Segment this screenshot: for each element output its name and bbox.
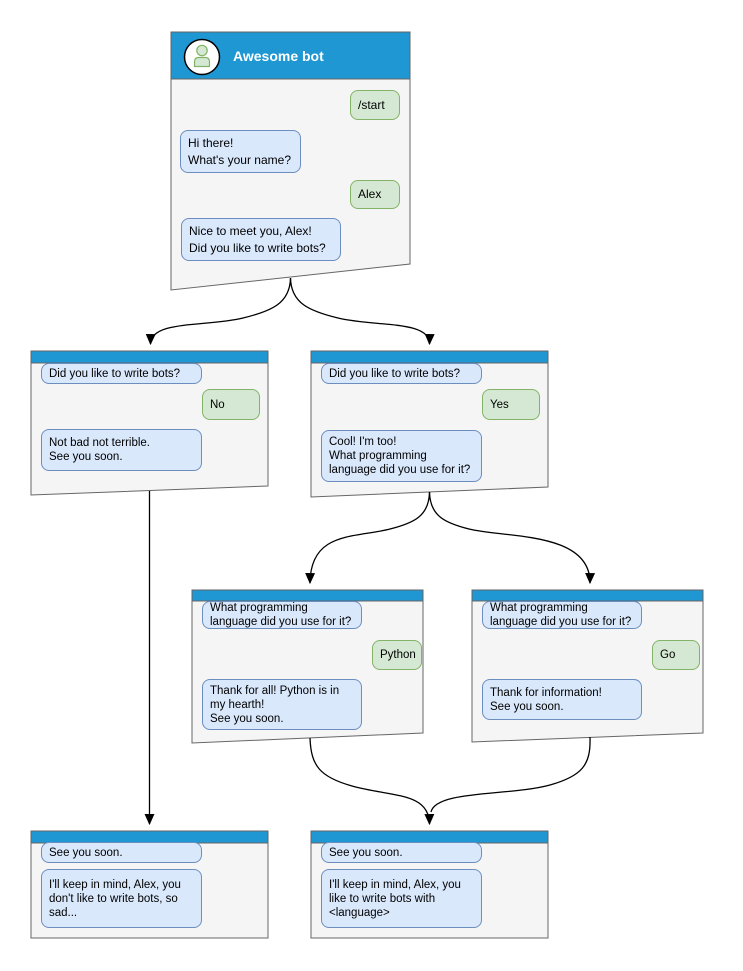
bot-reply-bubble: I'll keep in mind, Alex, you like to wri…	[321, 869, 482, 928]
connector-yes-to-go	[428, 491, 596, 585]
bot-reply-bubble: Cool! I'm too! What programming language…	[321, 430, 482, 482]
user-answer-bubble: Go	[652, 640, 700, 670]
user-answer-bubble: No	[202, 389, 260, 420]
context-question-bubble: Did you like to write bots?	[41, 363, 202, 384]
user-answer-bubble: Python	[372, 640, 422, 670]
context-question-bubble: See you soon.	[41, 842, 202, 863]
bot-message-bubble: Nice to meet you, Alex! Did you like to …	[181, 218, 341, 261]
context-question-bubble: See you soon.	[321, 842, 482, 863]
connector-go-to-ending	[430, 736, 591, 813]
bot-reply-bubble: I'll keep in mind, Alex, you don't like …	[41, 869, 202, 928]
user-message-bubble: /start	[350, 90, 400, 120]
connector-yes-to-python	[305, 491, 431, 585]
bot-reply-bubble: Thank for information! See you soon.	[482, 679, 642, 720]
person-icon	[193, 44, 211, 68]
context-question-bubble: Did you like to write bots?	[321, 363, 482, 384]
user-message-bubble: Alex	[350, 180, 400, 209]
bot-reply-bubble: Not bad not terrible. See you soon.	[41, 429, 202, 471]
bot-avatar	[183, 38, 221, 76]
root-window-title: Awesome bot	[233, 48, 324, 64]
yes-branch-window-header	[310, 350, 549, 364]
go-branch-window-header	[471, 589, 704, 602]
python-branch-window-header	[191, 589, 424, 602]
connector-root-to-no	[145, 277, 292, 346]
connector-root-to-yes	[289, 277, 435, 346]
context-question-bubble: What programming language did you use fo…	[202, 601, 362, 629]
connector-python-to-ending	[309, 737, 435, 826]
bot-message-bubble: Hi there! What's your name?	[180, 130, 301, 173]
no-branch-window-header	[30, 350, 269, 364]
user-answer-bubble: Yes	[482, 389, 540, 420]
context-question-bubble: What programming language did you use fo…	[482, 601, 642, 629]
bot-reply-bubble: Thank for all! Python is in my hearth! S…	[202, 679, 362, 730]
